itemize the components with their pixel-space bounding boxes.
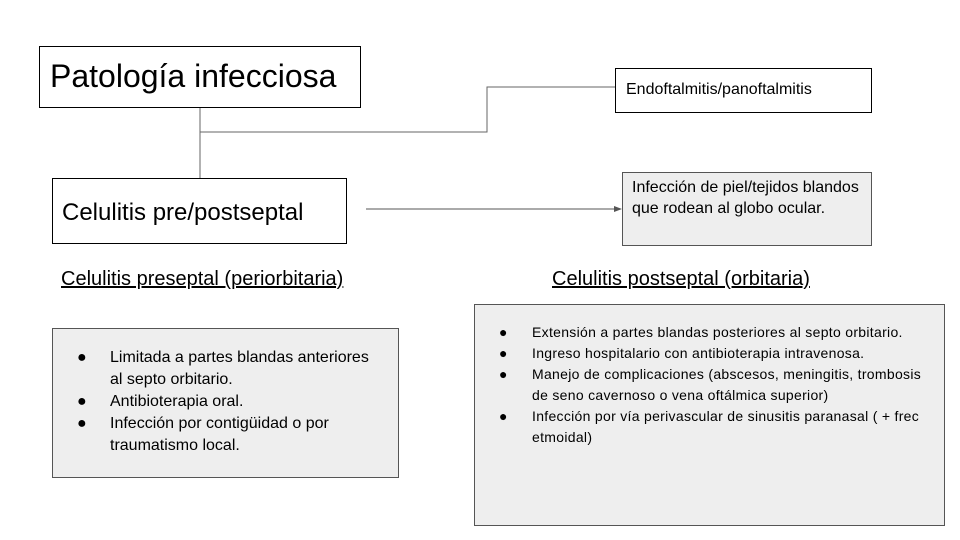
- node-label: Celulitis pre/postseptal: [62, 199, 304, 226]
- node-endoftalmitis: Endoftalmitis/panoftalmitis: [615, 68, 872, 113]
- list-item: ● Infección por vía perivascular de sinus…: [499, 406, 934, 448]
- bullet-icon: ●: [499, 324, 508, 340]
- arrow-head: [614, 206, 622, 212]
- list-item: ● Infección por contigüidad o por traumat…: [77, 413, 384, 457]
- bullet-icon: ●: [499, 408, 508, 424]
- list-item-text: Limitada a partes blandas anteriores al …: [110, 349, 369, 388]
- node-patologia-infecciosa: Patología infecciosa: [39, 46, 361, 108]
- bullet-icon: ●: [77, 393, 87, 410]
- node-celulitis: Celulitis pre/postseptal: [52, 178, 347, 244]
- definition-text: Infección de piel/tejidos blandos que ro…: [632, 179, 859, 217]
- postseptal-list: ● Extensión a partes blandas posteriores …: [499, 322, 934, 448]
- list-item-text: Infección por contigüidad o por traumati…: [110, 415, 329, 454]
- node-definition: Infección de piel/tejidos blandos que ro…: [622, 172, 872, 246]
- list-item-text: Infección por vía perivascular de sinusi…: [532, 408, 920, 445]
- node-label: Endoftalmitis/panoftalmitis: [626, 81, 812, 98]
- preseptal-list: ● Limitada a partes blandas anteriores al…: [77, 347, 384, 457]
- node-label: Patología infecciosa: [50, 58, 337, 94]
- preseptal-box: ● Limitada a partes blandas anteriores al…: [52, 328, 399, 478]
- list-item: ● Extensión a partes blandas posteriores …: [499, 322, 934, 343]
- list-item-text: Manejo de complicaciones (abscesos, meni…: [532, 366, 922, 403]
- list-item: ● Ingreso hospitalario con antibioterapia…: [499, 343, 934, 364]
- list-item: ● Limitada a partes blandas anteriores al…: [77, 347, 384, 391]
- preseptal-heading: Celulitis preseptal (periorbitaria): [61, 268, 344, 290]
- bullet-icon: ●: [77, 349, 87, 366]
- list-item-text: Extensión a partes blandas posteriores a…: [532, 324, 903, 340]
- list-item: ● Antibioterapia oral.: [77, 391, 384, 413]
- bullet-icon: ●: [77, 415, 87, 432]
- connector-root-to-endoftalmitis: [200, 86, 615, 133]
- postseptal-box: ● Extensión a partes blandas posteriores …: [474, 304, 945, 526]
- list-item: ● Manejo de complicaciones (abscesos, men…: [499, 364, 934, 406]
- list-item-text: Antibioterapia oral.: [110, 393, 244, 410]
- postseptal-heading: Celulitis postseptal (orbitaria): [552, 268, 810, 290]
- bullet-icon: ●: [499, 345, 508, 361]
- list-item-text: Ingreso hospitalario con antibioterapia …: [532, 345, 865, 361]
- bullet-icon: ●: [499, 366, 508, 382]
